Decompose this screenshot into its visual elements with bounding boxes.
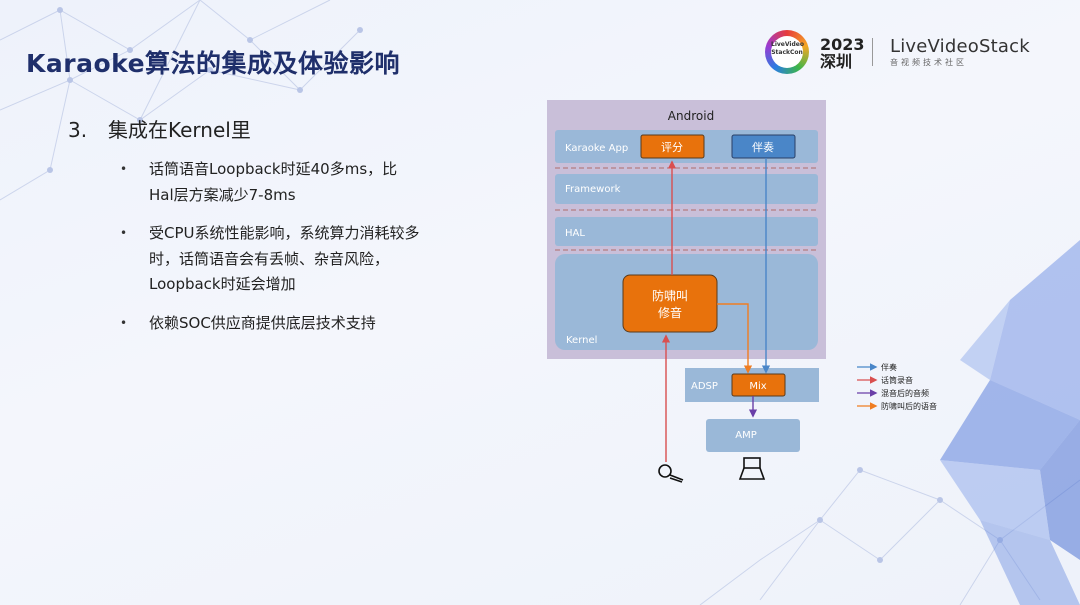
anti-howling-block	[622, 274, 718, 333]
conference-badge-text: LiveVideo StackCon	[771, 36, 804, 68]
amp-label: AMP	[735, 430, 757, 441]
bullet-item: • 话筒语音Loopback时延40多ms，比Hal层方案减少7-8ms	[120, 157, 420, 208]
bullet-text: 话筒语音Loopback时延40多ms，比Hal层方案减少7-8ms	[149, 160, 398, 204]
bullet-text: 依赖SOC供应商提供底层技术支持	[149, 313, 376, 332]
conference-city: 深圳	[820, 52, 853, 71]
conference-year: 2023	[820, 35, 865, 54]
bullet-text: 受CPU系统性能影响，系统算力消耗较多时，话筒语音会有丢帧、杂音风险，Loopb…	[149, 224, 420, 293]
conference-year-city: 2023 深圳	[820, 35, 865, 71]
bullet-list: • 话筒语音Loopback时延40多ms，比Hal层方案减少7-8ms • 受…	[120, 157, 420, 349]
anti-howling-line1: 防啸叫	[652, 288, 688, 303]
score-label: 评分	[661, 141, 683, 154]
conference-logo: LiveVideo StackCon	[765, 30, 809, 74]
accompany-label: 伴奏	[752, 141, 774, 154]
legend-label-processed: 防啸叫后的语音	[881, 401, 937, 411]
brand-tagline: 音视频技术社区	[890, 58, 967, 67]
bullet-dot-icon: •	[120, 315, 128, 330]
bullet-item: • 依赖SOC供应商提供底层技术支持	[120, 311, 420, 337]
flow-voice-to-mix	[717, 303, 753, 374]
anti-howling-line2: 修音	[658, 305, 682, 320]
layer-framework-label: Framework	[565, 184, 621, 195]
mix-label: Mix	[749, 381, 766, 392]
bullet-dot-icon: •	[120, 162, 128, 176]
legend: 伴奏 话筒录音 混音后的音频 防啸叫后的语音	[857, 362, 937, 411]
layer-framework	[555, 174, 818, 204]
brand-name: LiveVideoStack	[890, 36, 1030, 57]
android-label: Android	[668, 109, 714, 123]
section-heading-text: 集成在Kernel里	[108, 118, 251, 142]
speaker-icon	[738, 457, 766, 480]
page-title: Karaoke算法的集成及体验影响	[26, 49, 401, 78]
background-polygons	[940, 240, 1080, 605]
layer-hal-label: HAL	[565, 228, 585, 239]
layer-kernel-label: Kernel	[566, 335, 597, 346]
layer-hal	[555, 217, 818, 246]
layer-karaoke-app-label: Karaoke App	[565, 143, 628, 154]
bullet-dot-icon: •	[120, 226, 128, 240]
section-number: 3.	[68, 118, 88, 142]
legend-label-accompany: 伴奏	[881, 362, 897, 372]
legend-label-mic: 话筒录音	[881, 375, 913, 385]
score-box	[640, 134, 705, 159]
bullet-item: • 受CPU系统性能影响，系统算力消耗较多时，话筒语音会有丢帧、杂音风险，Loo…	[120, 221, 420, 298]
section-heading: 3. 集成在Kernel里	[68, 114, 251, 143]
mix-box	[731, 373, 786, 397]
adsp-label: ADSP	[691, 381, 718, 392]
microphone-icon	[658, 464, 684, 483]
logo-divider	[872, 38, 873, 66]
amp-box	[706, 419, 800, 452]
accompany-box	[731, 134, 796, 159]
legend-label-mixed: 混音后的音频	[881, 388, 929, 398]
